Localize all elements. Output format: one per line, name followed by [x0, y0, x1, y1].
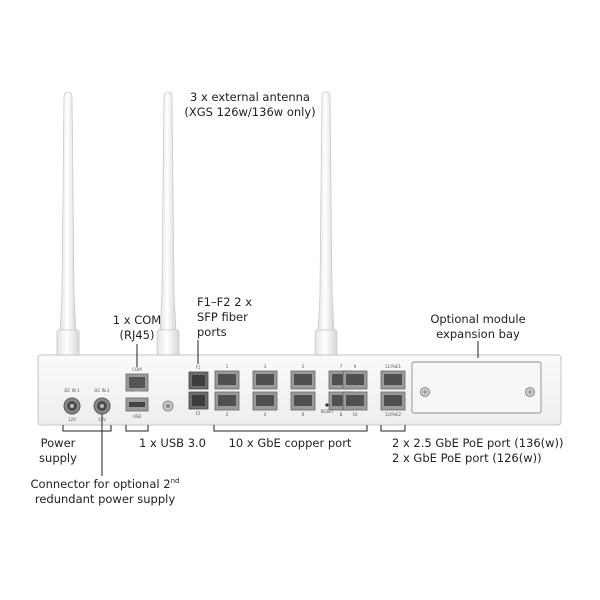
antenna-callout-line-2: (XGS 126w/136w only) [184, 105, 316, 119]
poe-bracket [380, 425, 406, 432]
usb-label: USB [133, 414, 141, 419]
usb-callout: 1 x USB 3.0 [139, 436, 206, 451]
antenna-callout: 3 x external antenna (XGS 126w/136w only… [170, 90, 330, 120]
com-port [125, 373, 149, 392]
sfp-port-f1 [188, 371, 209, 390]
ge-port-number: 5 [302, 364, 305, 369]
ge-port [290, 391, 316, 411]
copper-callout: 10 x GbE copper port [215, 436, 365, 451]
poe-callout: 2 x 2.5 GbE PoE port (136(w)) 2 x GbE Po… [392, 436, 564, 466]
redundant-callout-text: Connector for optional 2 [30, 477, 171, 491]
poe-1-label: 11/PoE1 [385, 364, 402, 369]
redundant-callout-line-1: Connector for optional 2nd [20, 477, 190, 492]
reset-button [325, 403, 329, 407]
usb-bracket [125, 425, 149, 432]
power-callout-line-2: supply [39, 451, 77, 465]
ge-port-number: 4 [264, 412, 267, 417]
sfp-callout-line-1: F1–F2 2 x [197, 295, 253, 309]
redundant-callout-superscript: nd [170, 477, 180, 486]
sfp-f2-label: F2 [196, 411, 201, 416]
poe-port-1 [380, 370, 406, 390]
ground-screw-icon [162, 400, 174, 412]
copper-bracket [213, 425, 368, 432]
ge-port-number: 1 [226, 364, 229, 369]
com-label: COM [132, 367, 142, 372]
redundant-callout-line-2: redundant power supply [34, 492, 176, 506]
usb-callout-text: 1 x USB 3.0 [139, 436, 206, 450]
ge-port-number: 2 [226, 412, 229, 417]
ge-port-9 [342, 370, 368, 390]
antenna-left [56, 91, 80, 361]
ge-port [214, 391, 240, 411]
poe-callout-line-1: 2 x 2.5 GbE PoE port (136(w)) [392, 436, 564, 450]
dc-in-1-voltage: 12V [68, 417, 76, 422]
dc-in-2-connector [93, 397, 111, 415]
reset-label: RESET [321, 409, 334, 414]
com-callout: 1 x COM (RJ45) [92, 313, 182, 343]
usb-port [125, 397, 149, 412]
sfp-port-f2 [188, 391, 209, 410]
redundant-callout: Connector for optional 2nd redundant pow… [20, 477, 190, 507]
ge-port [252, 370, 278, 390]
power-callout-line-1: Power [40, 436, 76, 450]
ge-port-block: 1 3 5 7 2 4 6 8 [214, 364, 354, 417]
poe-2-label: 12/PoE2 [385, 412, 402, 417]
dc-in-1-connector [63, 397, 81, 415]
dc-in-2-label: DC IN 2 [94, 388, 110, 393]
sfp-callout-line-2: SFP fiber [197, 310, 248, 324]
expansion-bay [411, 361, 542, 414]
ge-port [290, 370, 316, 390]
ge-10-label: 10 [352, 412, 358, 417]
module-callout-line-1: Optional module [430, 312, 526, 326]
ge-port-number: 3 [264, 364, 267, 369]
com-callout-line-1: 1 x COM [112, 313, 162, 327]
antenna-callout-line-1: 3 x external antenna [190, 90, 310, 104]
dc-in-1-label: DC IN 1 [64, 388, 80, 393]
ge-port-number: 6 [302, 412, 305, 417]
antenna-right [314, 91, 338, 361]
ge-port-number: 8 [340, 412, 343, 417]
sfp-callout-line-3: ports [197, 325, 227, 339]
module-callout: Optional module expansion bay [418, 312, 538, 342]
poe-port-2 [380, 391, 406, 411]
sfp-callout: F1–F2 2 x SFP fiber ports [197, 295, 277, 340]
power-bracket [62, 425, 112, 432]
ge-port-number: 7 [340, 364, 343, 369]
ge-port [214, 370, 240, 390]
ge-port-10 [342, 391, 368, 411]
power-callout: Power supply [28, 436, 88, 466]
poe-callout-line-2: 2 x GbE PoE port (126(w)) [392, 451, 542, 465]
copper-callout-text: 10 x GbE copper port [228, 436, 352, 450]
module-callout-line-2: expansion bay [436, 327, 520, 341]
sfp-f1-label: F1 [196, 365, 201, 370]
com-callout-line-2: (RJ45) [119, 328, 155, 342]
ge-port [252, 391, 278, 411]
ge-9-label: 9 [354, 364, 357, 369]
